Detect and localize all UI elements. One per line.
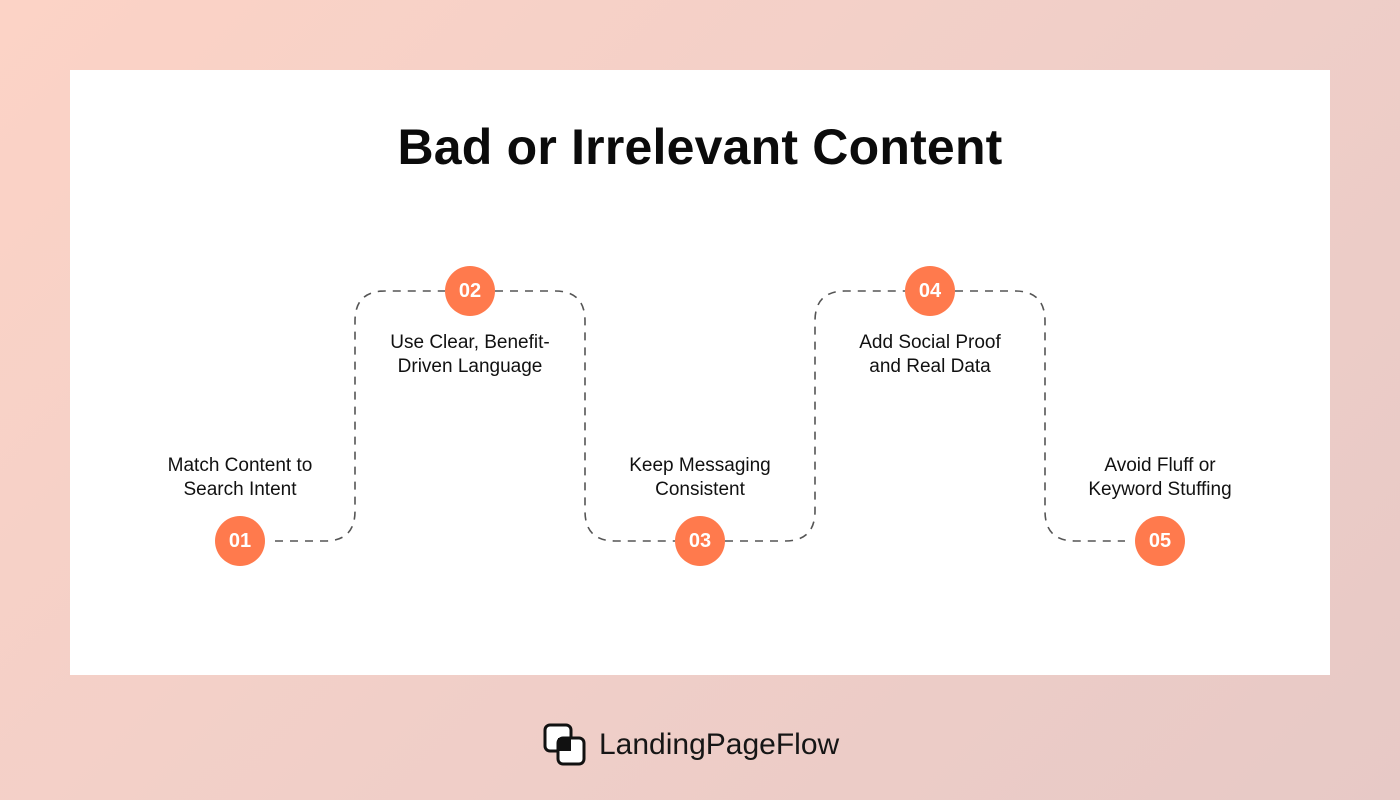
page-title: Bad or Irrelevant Content bbox=[397, 119, 1003, 175]
step-badge-02: 02 bbox=[445, 266, 495, 316]
step-label-02: Use Clear, Benefit- Driven Language bbox=[350, 331, 590, 379]
brand-name: LandingPageFlow bbox=[599, 728, 840, 761]
step-label-01: Match Content to Search Intent bbox=[120, 454, 360, 502]
step-label-05: Avoid Fluff or Keyword Stuffing bbox=[1040, 454, 1280, 502]
step-label-line: Match Content to bbox=[167, 455, 313, 476]
step-badge-05: 05 bbox=[1135, 516, 1185, 566]
brand-logo: LandingPageFlow bbox=[543, 722, 839, 768]
step-label-line: Keep Messaging bbox=[629, 455, 771, 476]
step-label-line: Keyword Stuffing bbox=[1088, 479, 1232, 500]
step-label-03: Keep Messaging Consistent bbox=[580, 454, 820, 502]
stacked-squares-logo-icon bbox=[543, 723, 586, 766]
step-label-line: Consistent bbox=[655, 479, 745, 500]
step-badge-03: 03 bbox=[675, 516, 725, 566]
step-label-line: and Real Data bbox=[869, 356, 991, 377]
step-label-line: Add Social Proof bbox=[859, 332, 1001, 353]
step-label-line: Driven Language bbox=[397, 356, 543, 377]
step-label-04: Add Social Proof and Real Data bbox=[810, 331, 1050, 379]
step-badge-04: 04 bbox=[905, 266, 955, 316]
content-card bbox=[70, 70, 1330, 675]
step-badge-01: 01 bbox=[215, 516, 265, 566]
step-label-line: Avoid Fluff or bbox=[1104, 455, 1216, 476]
step-label-line: Search Intent bbox=[183, 479, 297, 500]
step-label-line: Use Clear, Benefit- bbox=[390, 332, 550, 353]
